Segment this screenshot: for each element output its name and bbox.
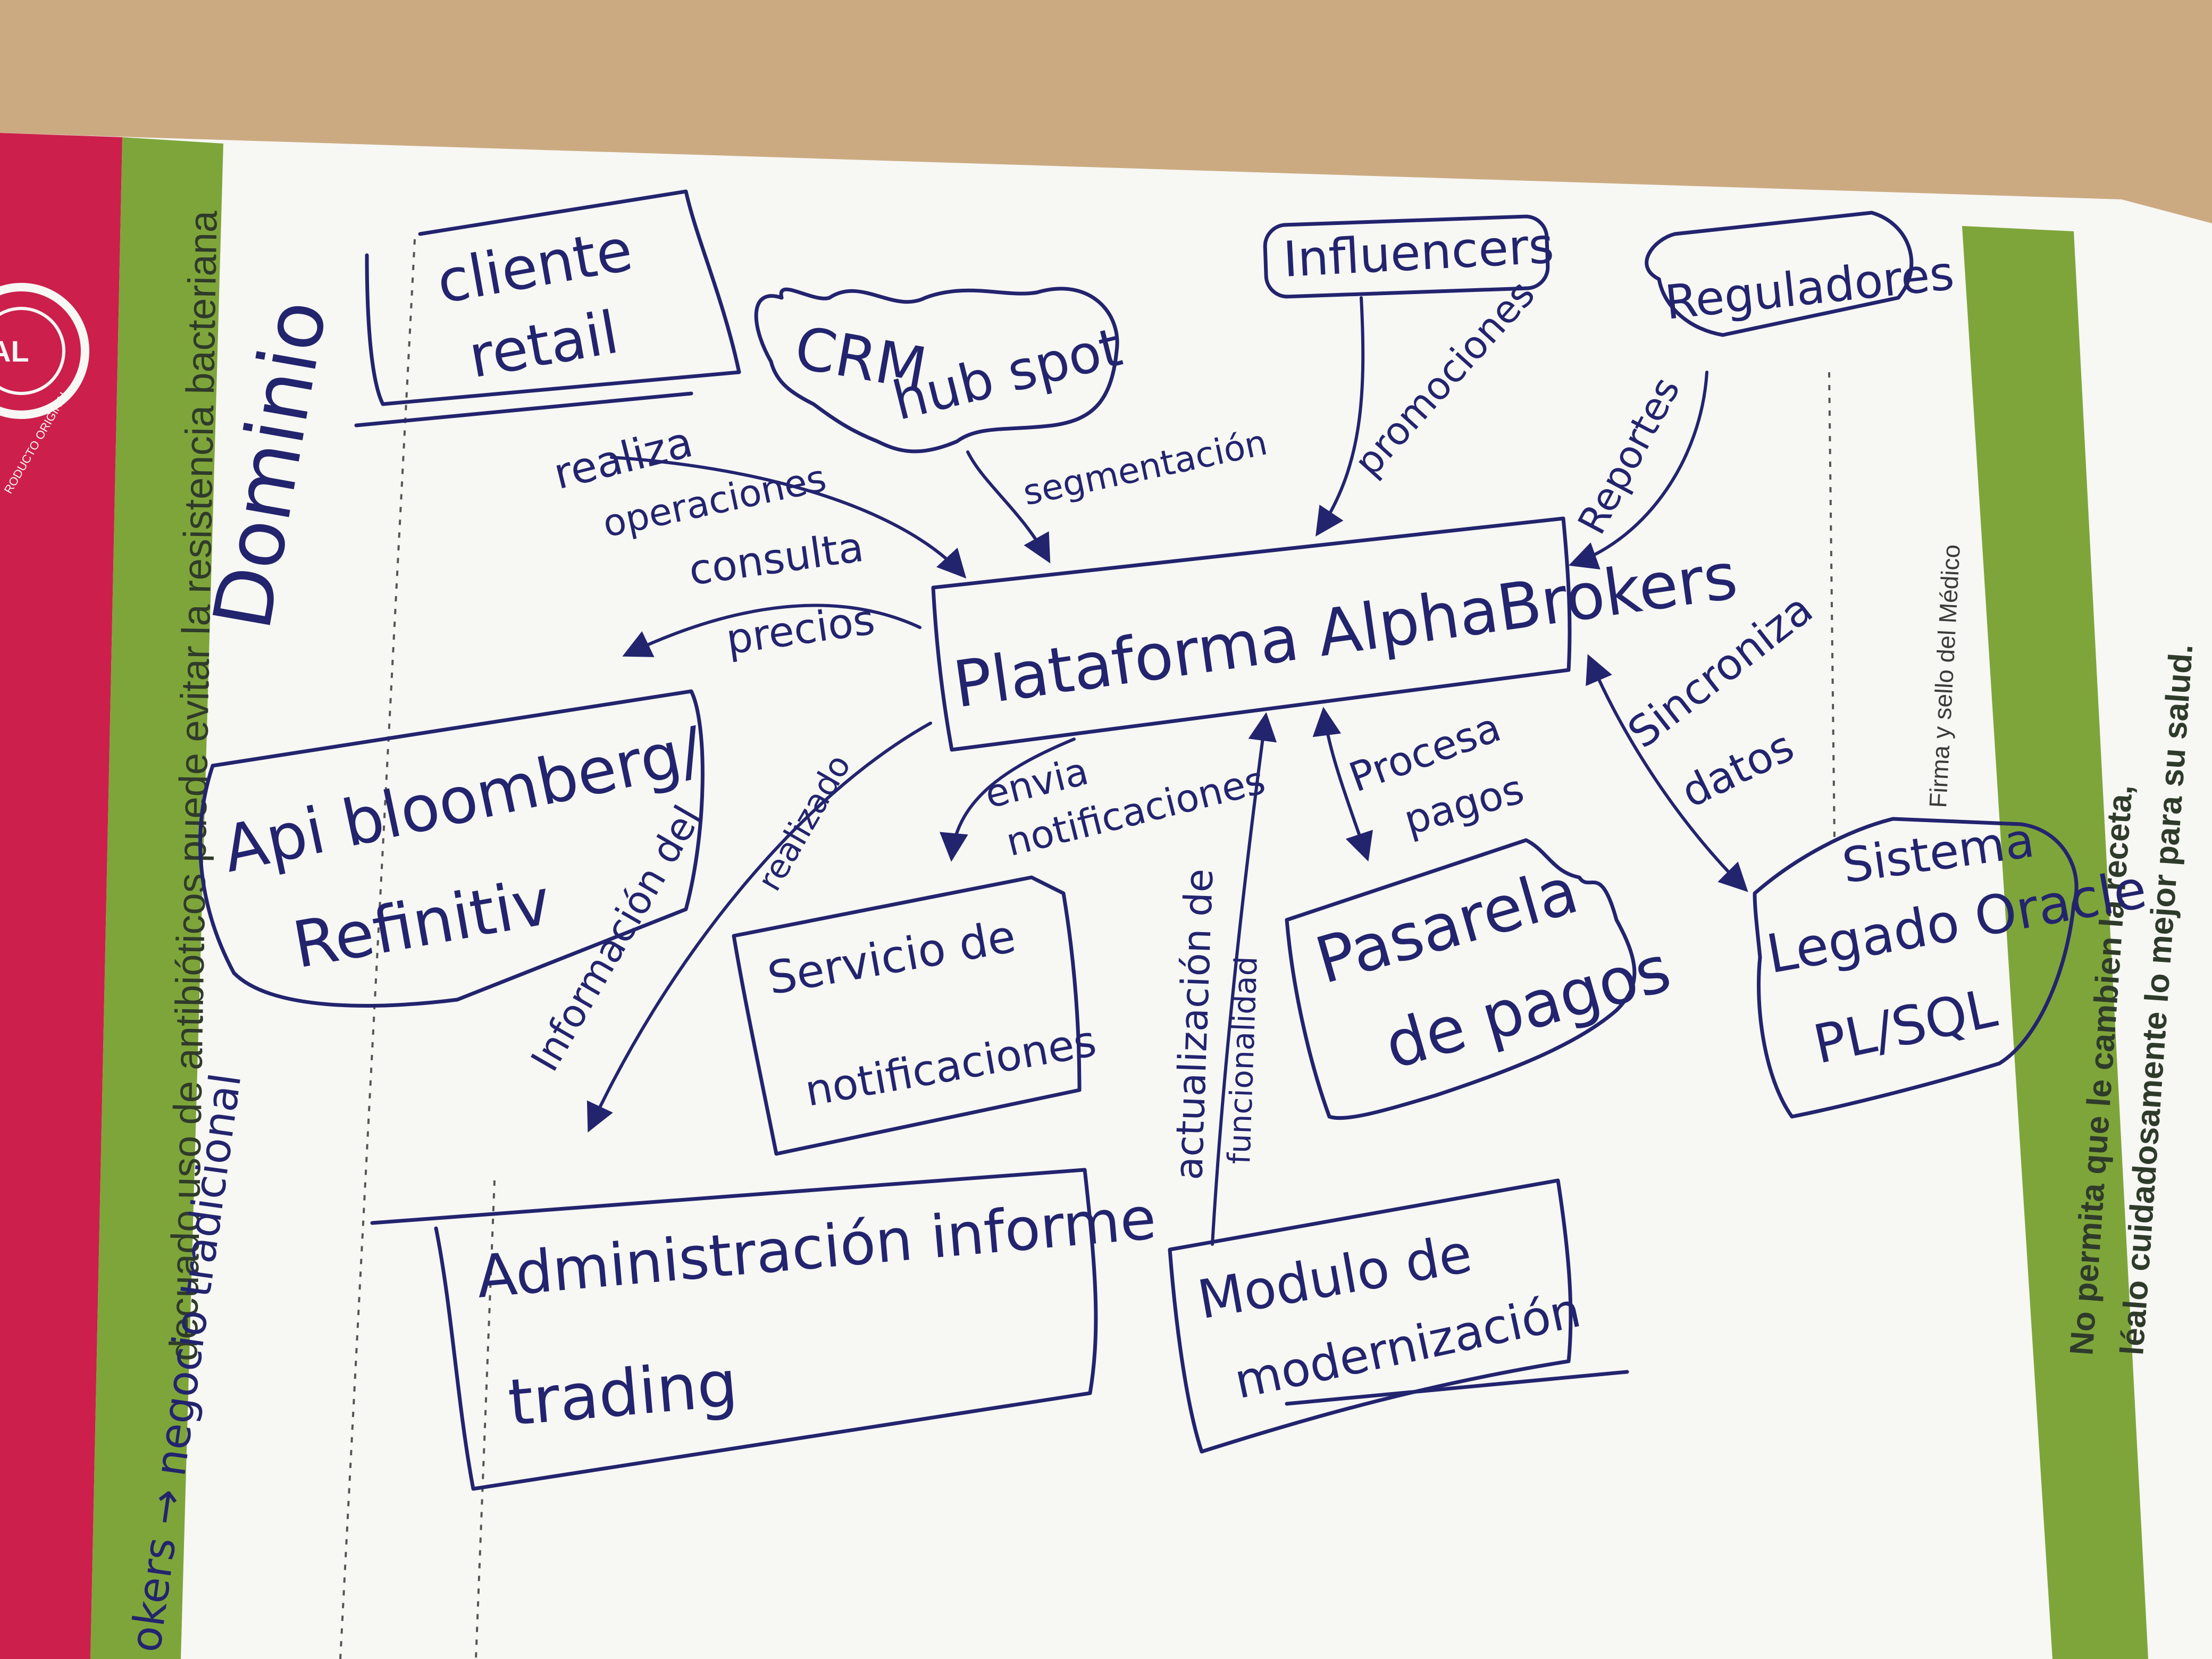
plataforma-box [931,516,1572,752]
edge-realiza-operaciones [610,456,967,579]
svg-text:AL: AL [0,334,29,368]
dotted-line-admin [475,1180,496,1659]
edge-reportes [1568,371,1708,569]
edge-procesa-pagos [1312,707,1373,862]
edge-actualizacion-funcionalidad [1211,712,1277,1246]
crm-hubspot-cloud [754,287,1119,454]
edge-segmentacion [966,450,1051,564]
influencers-label: Influencers [1282,217,1555,288]
edge-sincroniza-datos [1586,654,1748,892]
reguladores-box [1645,211,1914,337]
cliente-retail-base [354,391,693,428]
edge-informacion-realizado [586,722,932,1133]
cliente-retail-box [365,189,741,406]
right-green-strip [1962,226,2148,1659]
modulo-modernizacion-underline [1285,1370,1629,1406]
pasarela-pagos-box [1285,838,1637,1120]
sistema-legado-box [1753,817,2079,1119]
dotted-line-signature [1828,372,1836,841]
edge-promociones [1316,296,1365,537]
red-band [0,133,122,1659]
edge-envia-notificaciones [940,738,1076,862]
modulo-modernizacion-box [1168,1178,1573,1454]
edge-label-actualizacion-2: funcionalidad [1221,956,1264,1164]
api-bloomberg-box [198,689,705,1008]
edge-consulta-precios [622,604,921,657]
edge-label-actualizacion-1: actualización de [1166,868,1221,1180]
influencers-box [1263,214,1550,299]
admin-informe-box [370,1168,1098,1491]
stamp-logo: AL [0,283,89,419]
left-green-strip [90,137,223,1659]
paper-sheet [0,133,2212,1659]
servicio-notificaciones-box [732,875,1082,1156]
